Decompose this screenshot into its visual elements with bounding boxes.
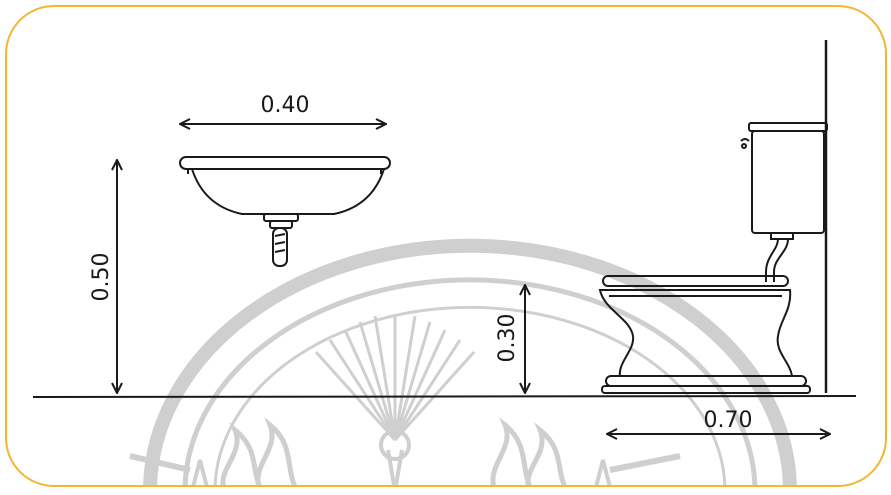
floor-line — [32, 395, 857, 398]
diagram-frame — [5, 5, 887, 487]
basin-height-label: 0.50 — [89, 253, 114, 302]
wash-basin-icon — [179, 156, 391, 267]
basin-width-label: 0.40 — [261, 93, 310, 118]
watermark-seal — [129, 238, 797, 486]
clearance-label: 0.70 — [704, 408, 753, 433]
toilet-icon — [598, 122, 828, 394]
seat-height-label: 0.30 — [495, 314, 520, 363]
